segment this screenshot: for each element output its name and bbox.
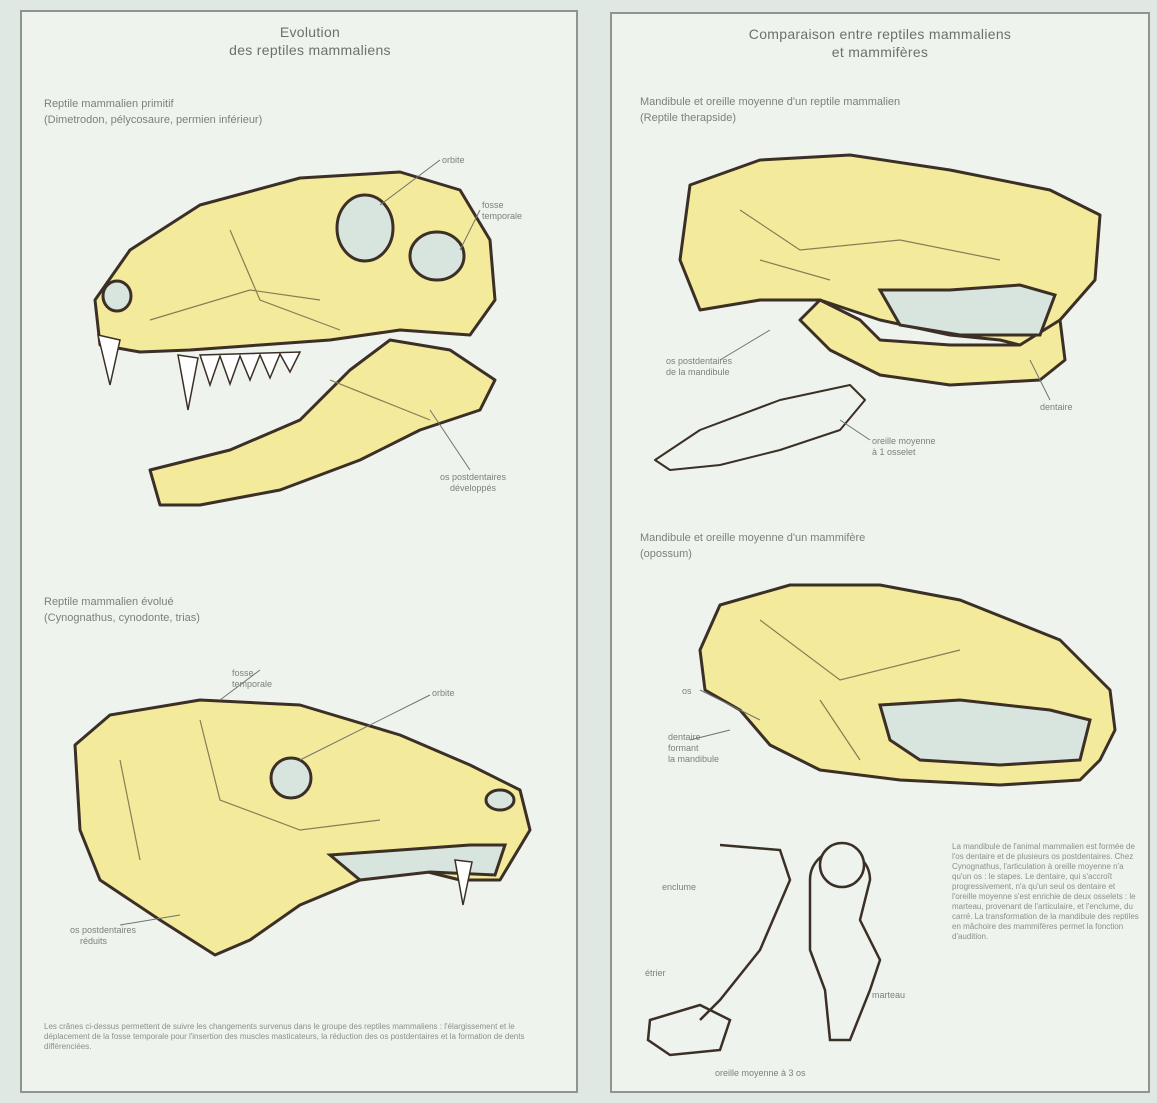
right-title-line2: et mammifères bbox=[780, 44, 980, 61]
ossicle-marteau bbox=[700, 845, 790, 1020]
right-fig1-label-dentary: dentaire bbox=[1040, 402, 1073, 412]
left-title-line1: Evolution bbox=[200, 24, 420, 41]
left-fig2-label-fossa-line2: temporale bbox=[232, 679, 272, 689]
right-fig1-label-postdentary-line2: de la mandibule bbox=[666, 367, 730, 377]
left-fig2-label-orbit: orbite bbox=[432, 688, 455, 698]
left-title-line2: des reptiles mammaliens bbox=[160, 42, 460, 59]
jaw-bone-outline bbox=[655, 385, 865, 470]
left-fig1-label-fossa-line2: temporale bbox=[482, 211, 522, 221]
right-fig2-caption-line2: (opossum) bbox=[640, 548, 692, 561]
right-fig2-label-dentary-line1: dentaire bbox=[668, 732, 701, 742]
nostril-opening-2 bbox=[486, 790, 514, 810]
left-fig2-label-jaw-line1: os postdentaires bbox=[70, 925, 136, 935]
right-fig2-label-dentary-line3: la mandibule bbox=[668, 754, 719, 764]
right-fig2-label-dentary-line2: formant bbox=[668, 743, 699, 753]
left-footnote: Les crânes ci-dessus permettent de suivr… bbox=[44, 1022, 559, 1052]
left-fig1-label-dentary-line2: développés bbox=[450, 483, 496, 493]
ear-label-etrier: étrier bbox=[645, 968, 666, 978]
left-fig2-label-jaw-line2: réduits bbox=[80, 936, 107, 946]
left-fig1-label-orbit: orbite bbox=[442, 155, 465, 165]
temporal-fossa-opening bbox=[410, 232, 464, 280]
left-fig2-caption-line1: Reptile mammalien évolué bbox=[44, 596, 174, 609]
fang-1 bbox=[98, 335, 120, 385]
fang-3 bbox=[455, 860, 472, 905]
left-fig1-label-fossa-line1: fosse bbox=[482, 200, 504, 210]
right-fig1-caption-line1: Mandibule et oreille moyenne d'un reptil… bbox=[640, 96, 900, 109]
right-fig1-label-ear-line2: à 1 osselet bbox=[872, 447, 916, 457]
right-description: La mandibule de l'animal mammalien est f… bbox=[952, 842, 1140, 942]
left-fig2-label-fossa-line1: fosse bbox=[232, 668, 254, 678]
orbit-opening bbox=[337, 195, 393, 261]
nostril-opening bbox=[103, 281, 131, 311]
left-fig1-caption-line2: (Dimetrodon, pélycosaure, permien inféri… bbox=[44, 114, 262, 127]
ear-label-enclume: enclume bbox=[662, 882, 696, 892]
teeth-row-1 bbox=[200, 352, 300, 385]
ossicle-head bbox=[820, 843, 864, 887]
ossicle-etrier bbox=[648, 1005, 730, 1055]
skull-cynognathus bbox=[75, 700, 530, 955]
mouth-gap-therapsid bbox=[880, 285, 1055, 335]
right-fig2-label-os: os bbox=[682, 686, 692, 696]
fang-2 bbox=[178, 355, 198, 410]
right-fig1-label-postdentary-line1: os postdentaires bbox=[666, 356, 732, 366]
right-title-line1: Comparaison entre reptiles mammaliens bbox=[680, 26, 1080, 43]
left-fig1-label-dentary-line1: os postdentaires bbox=[440, 472, 506, 482]
ear-label-marteau: marteau bbox=[872, 990, 905, 1000]
ear-caption: oreille moyenne à 3 os bbox=[715, 1068, 806, 1078]
right-fig2-caption-line1: Mandibule et oreille moyenne d'un mammif… bbox=[640, 532, 865, 545]
right-fig1-caption-line2: (Reptile therapside) bbox=[640, 112, 736, 125]
orbit-opening-2 bbox=[271, 758, 311, 798]
left-fig1-caption-line1: Reptile mammalien primitif bbox=[44, 98, 174, 111]
right-fig1-label-ear-line1: oreille moyenne bbox=[872, 436, 936, 446]
left-fig2-caption-line2: (Cynognathus, cynodonte, trias) bbox=[44, 612, 200, 625]
